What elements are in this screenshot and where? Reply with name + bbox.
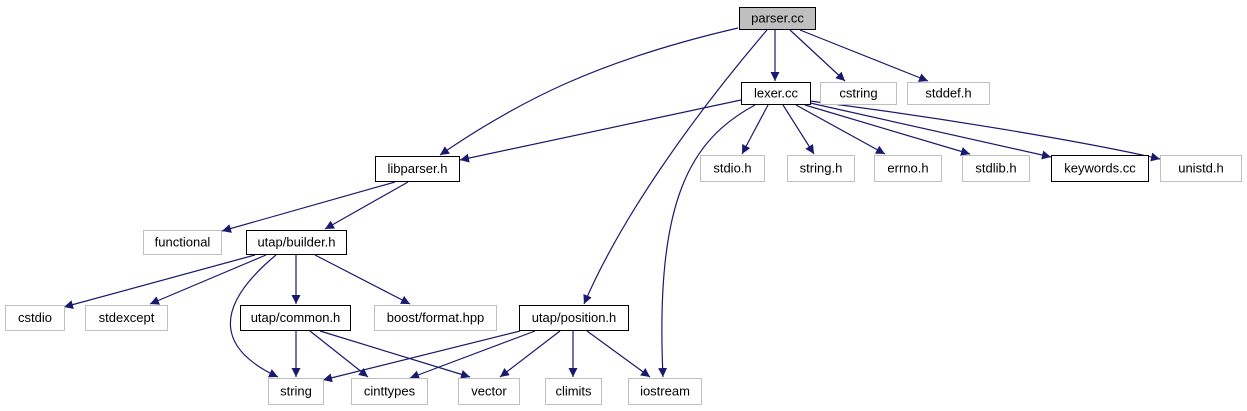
edge-lexer-cc-to-stdio-h (741, 104, 769, 155)
node-label: parser.cc (751, 10, 804, 25)
edge-lexer-cc-to-keywords-cc (809, 102, 1052, 160)
edge-lexer-cc-to-errno-h (795, 104, 886, 155)
node-label: utap/position.h (532, 310, 617, 325)
node-box (5, 305, 65, 331)
node-label: boost/format.hpp (387, 310, 485, 325)
edge-utap-builder-h-to-cstdio (63, 254, 256, 309)
edge-utap-builder-h-to-string (229, 254, 279, 378)
edge-lexer-cc-to-libparser-h (459, 99, 742, 163)
node-label: keywords.cc (1064, 160, 1136, 175)
node-box (458, 378, 520, 405)
node-errno-h: errno.h (874, 155, 942, 182)
node-stddef-h: stddef.h (907, 82, 990, 105)
node-label: cstdio (18, 310, 52, 325)
node-label: stddef.h (925, 85, 971, 100)
edge-lexer-cc-to-iostream (658, 104, 756, 378)
edge-utap-position-h-to-vector (499, 330, 561, 378)
edge-utap-builder-h-to-boost-format-hpp (314, 254, 411, 305)
edge-parser-cc-to-stddef-h (799, 29, 929, 82)
node-parser-cc[interactable]: parser.cc (739, 7, 816, 30)
node-label: climits (555, 383, 592, 398)
node-climits: climits (545, 378, 602, 405)
edge-libparser-h-to-functional (221, 181, 396, 233)
edge-parser-cc-to-utap-position-h (583, 29, 768, 305)
edge-libparser-h-to-utap-builder-h (324, 181, 409, 230)
edge-parser-cc-to-cstring (789, 29, 846, 82)
node-box (820, 82, 897, 105)
edges-layer (63, 27, 1161, 383)
node-box (962, 155, 1030, 182)
node-box (268, 378, 324, 405)
node-label: iostream (640, 383, 690, 398)
node-vector: vector (458, 378, 520, 405)
node-box (741, 82, 811, 105)
node-label: vector (471, 383, 507, 398)
edge-utap-position-h-to-cinttypes (409, 330, 536, 380)
node-label: cstring (839, 85, 877, 100)
nodes-layer: parser.cc lexer.cc cstring stddef.h libparse… (5, 7, 1242, 405)
node-utap-builder-h[interactable]: utap/builder.h (246, 230, 347, 255)
node-box (874, 155, 942, 182)
node-box (1051, 155, 1149, 182)
node-box (1160, 155, 1242, 182)
edge-utap-position-h-to-iostream (586, 330, 651, 378)
node-label: string.h (800, 160, 843, 175)
node-label: string (280, 383, 312, 398)
node-stdexcept: stdexcept (85, 305, 168, 331)
node-box (628, 378, 702, 405)
node-cinttypes: cinttypes (351, 378, 428, 405)
edge-utap-common-h-to-cinttypes (309, 330, 369, 378)
node-iostream: iostream (628, 378, 702, 405)
node-box (787, 155, 855, 182)
node-box (246, 230, 347, 255)
node-box (143, 230, 222, 255)
node-utap-position-h[interactable]: utap/position.h (519, 305, 629, 331)
node-boost-format-hpp: boost/format.hpp (374, 305, 497, 331)
node-lexer-cc[interactable]: lexer.cc (741, 82, 811, 105)
node-cstring: cstring (820, 82, 897, 105)
edge-utap-position-h-to-string (322, 330, 521, 383)
node-cstdio: cstdio (5, 305, 65, 331)
node-label: unistd.h (1178, 160, 1224, 175)
node-utap-common-h[interactable]: utap/common.h (240, 305, 351, 331)
node-box (519, 305, 629, 331)
node-stdio-h: stdio.h (700, 155, 765, 182)
edge-utap-builder-h-to-stdexcept (149, 254, 267, 305)
node-unistd-h: unistd.h (1160, 155, 1242, 182)
node-label: stdexcept (99, 310, 155, 325)
node-label: stdlib.h (975, 160, 1016, 175)
node-functional: functional (143, 230, 222, 255)
node-string-h: string.h (787, 155, 855, 182)
node-label: libparser.h (388, 161, 448, 176)
node-box (374, 305, 497, 331)
edge-lexer-cc-to-stdlib-h (804, 104, 971, 156)
edge-lexer-cc-to-unistd-h (809, 100, 1161, 162)
node-box (85, 305, 168, 331)
node-box (240, 305, 351, 331)
node-label: functional (155, 234, 211, 249)
node-box (700, 155, 765, 182)
node-box (351, 378, 428, 405)
node-keywords-cc[interactable]: keywords.cc (1051, 155, 1149, 182)
edge-utap-common-h-to-vector (319, 330, 471, 379)
edge-lexer-cc-to-string-h (782, 104, 815, 155)
node-box (907, 82, 990, 105)
node-box (545, 378, 602, 405)
edge-parser-cc-to-libparser-h (439, 27, 739, 156)
node-libparser-h[interactable]: libparser.h (375, 156, 460, 182)
node-label: utap/common.h (251, 310, 341, 325)
node-label: cinttypes (364, 383, 416, 398)
node-label: stdio.h (713, 160, 751, 175)
node-box (375, 156, 460, 182)
node-label: lexer.cc (754, 85, 799, 100)
node-label: errno.h (887, 160, 928, 175)
node-stdlib-h: stdlib.h (962, 155, 1030, 182)
node-label: utap/builder.h (257, 234, 335, 249)
node-string: string (268, 378, 324, 405)
node-box (739, 7, 816, 30)
